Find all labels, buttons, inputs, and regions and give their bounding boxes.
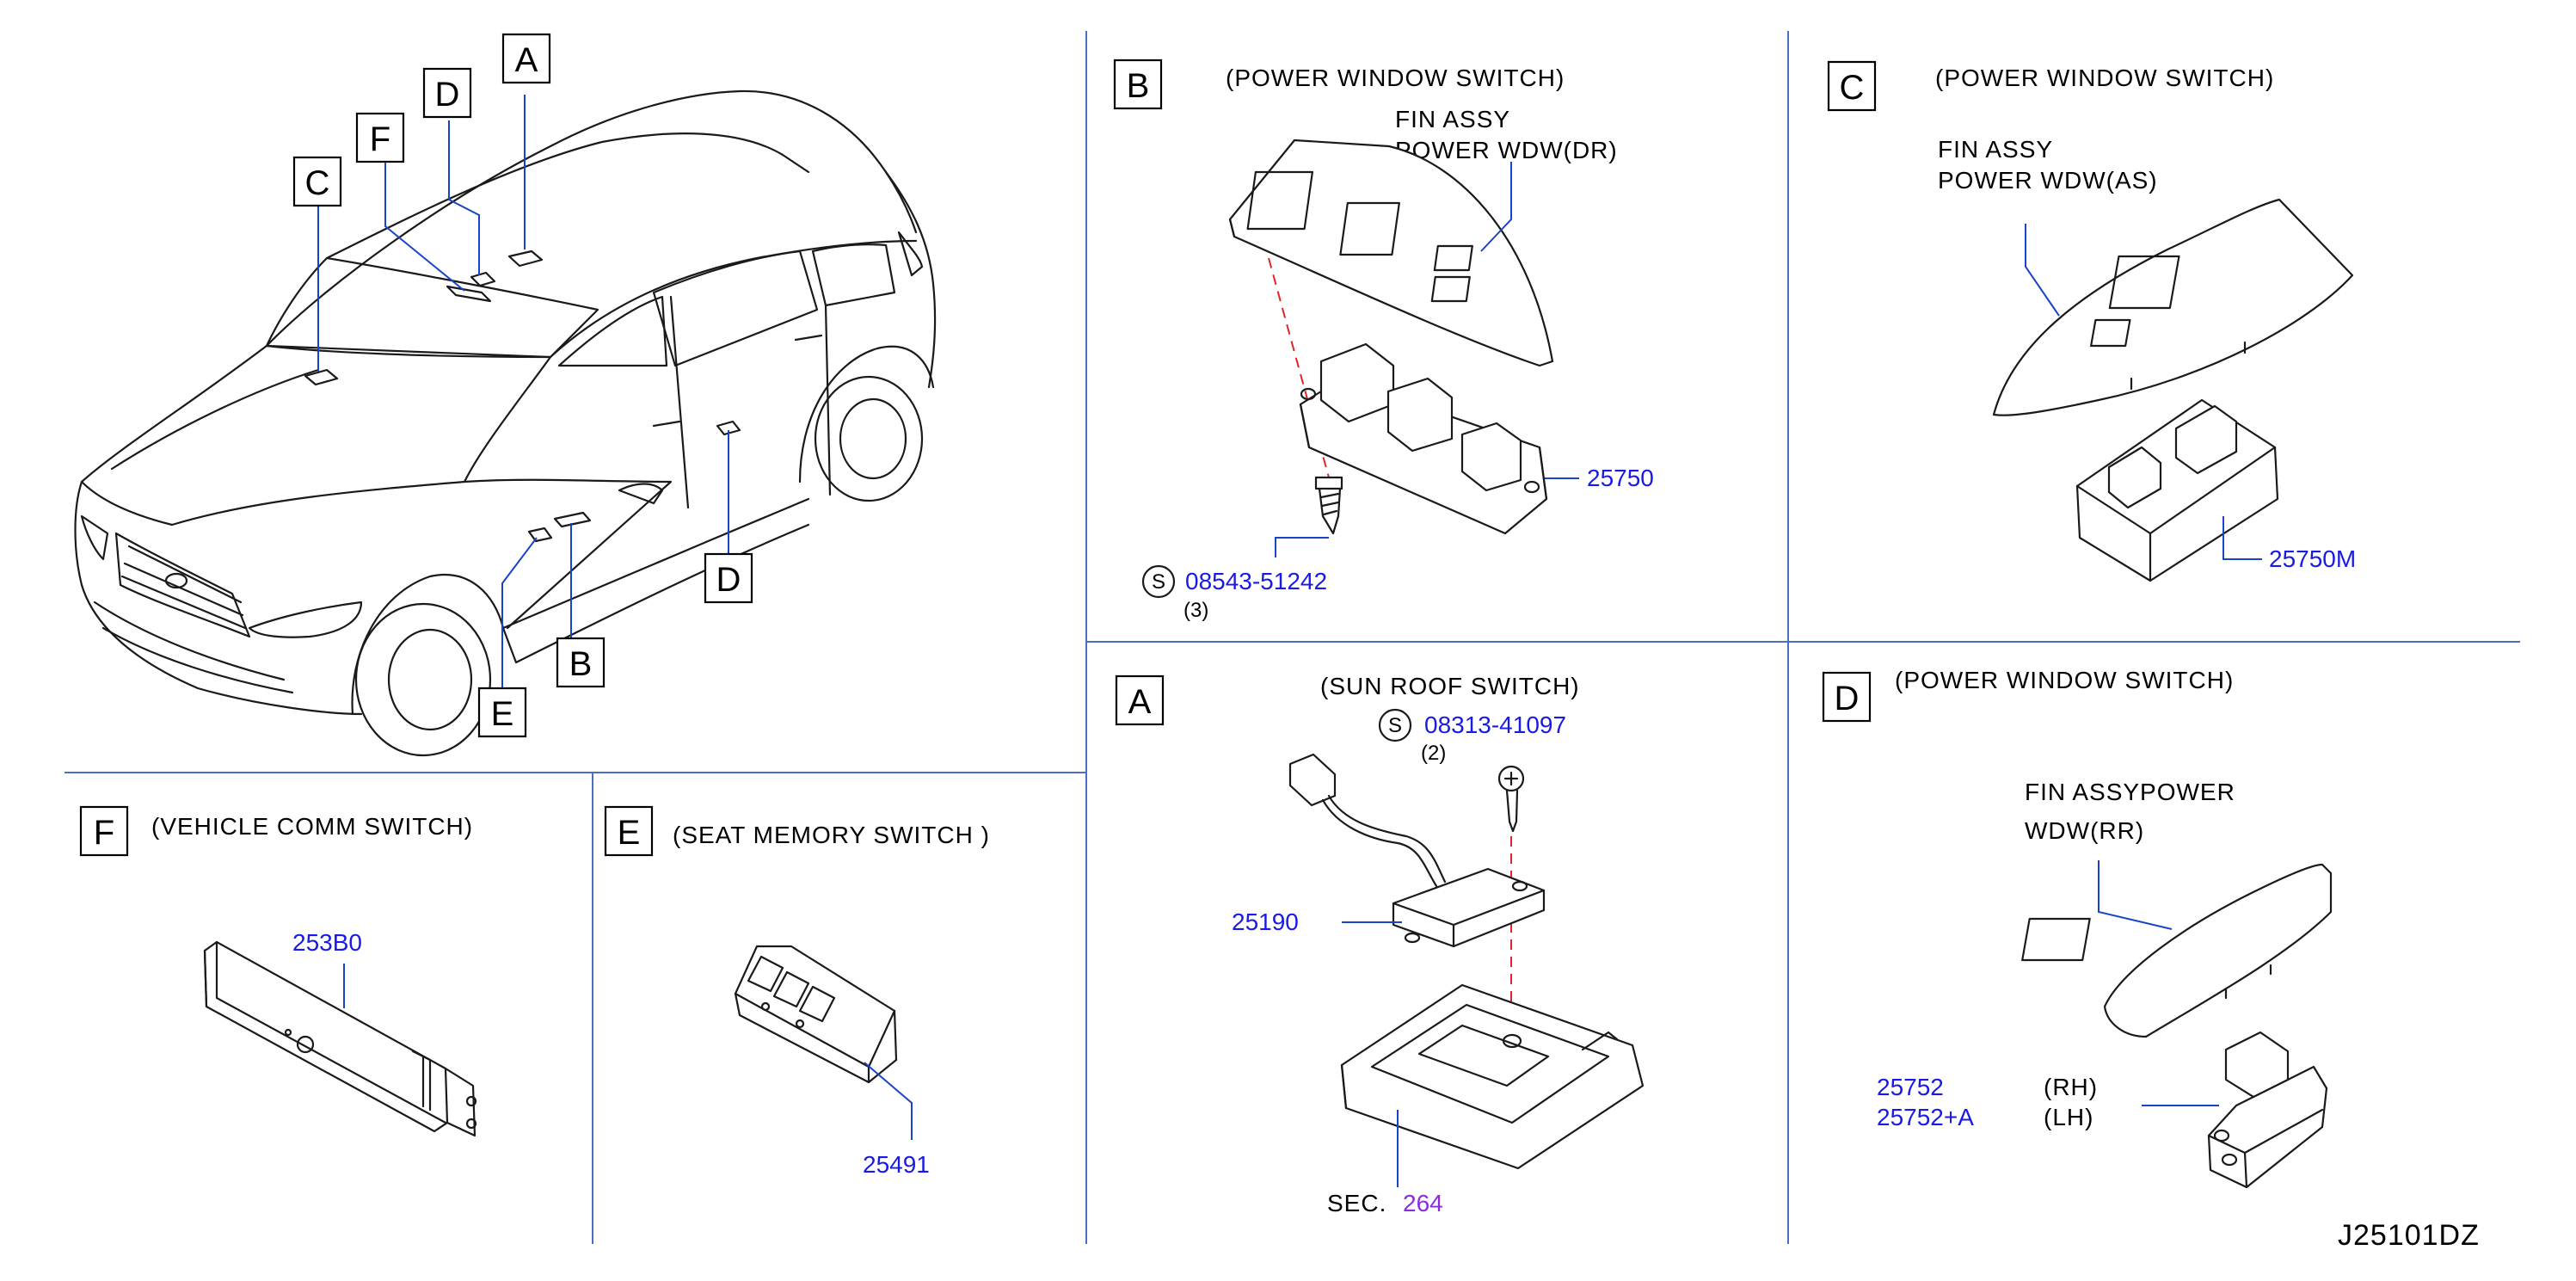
panel-c-title: (POWER WINDOW SWITCH): [1935, 65, 2274, 91]
panel-c-label-1: FIN ASSY: [1938, 136, 2053, 163]
panel-a-switch-unit: [1392, 867, 1546, 948]
car-rear-wheel: [814, 375, 924, 502]
panel-d-rh: (RH): [2044, 1074, 2098, 1100]
car-front-bumper: [74, 480, 363, 716]
panel-a-sec-number: 264: [1403, 1190, 1443, 1216]
panel-d-part-rh: 25752: [1877, 1074, 1944, 1100]
callout-d-top-letter: D: [435, 76, 460, 114]
panel-a-connector: [1288, 753, 1337, 807]
panel-b-screw: [1314, 476, 1343, 490]
panel-f-letter-box: [79, 805, 129, 857]
panel-c: C (POWER WINDOW SWITCH) FIN ASSY POWER W…: [1827, 60, 2356, 582]
callout-d-top: [422, 67, 472, 119]
callout-d-side: [704, 552, 753, 604]
car-grille: [114, 532, 251, 638]
car-switch-e: [527, 527, 553, 543]
panel-a-part-number: 25190: [1232, 908, 1299, 935]
panel-c-letter: C: [1840, 69, 1865, 107]
diagram-id: J25101DZ: [2338, 1219, 2480, 1252]
car-rear-wheel-arch: [798, 345, 935, 483]
panel-b-part-number: 25750: [1587, 465, 1654, 491]
callout-b: [556, 637, 606, 688]
panel-a-screw-part: 08313-41097: [1424, 711, 1566, 738]
callout-a: [501, 33, 551, 84]
car-side-body: [463, 478, 810, 630]
panel-b-s-letter: S: [1152, 570, 1165, 594]
panel-d-title: (POWER WINDOW SWITCH): [1895, 667, 2234, 693]
car-windshield: [265, 256, 599, 359]
car-hood: [80, 344, 552, 527]
callout-a-letter: A: [515, 41, 538, 79]
panel-f: F (VEHICLE COMM SWITCH) 253B0: [79, 805, 477, 1137]
panel-a: A (SUN ROOF SWITCH) S 08313-41097 (2) 25…: [1115, 673, 1645, 1216]
panel-b-finisher: [1228, 139, 1554, 367]
panel-e-letter-box: [604, 805, 654, 857]
callout-e-letter: E: [491, 695, 514, 733]
panel-b-screw-part: 08543-51242: [1185, 568, 1327, 594]
panel-f-part-number: 253B0: [292, 929, 362, 956]
panel-a-s-symbol: [1378, 708, 1412, 742]
panel-b: B (POWER WINDOW SWITCH) FIN ASSY POWER W…: [1113, 59, 1654, 622]
panel-e-part-number: 25491: [863, 1151, 930, 1178]
panel-d: D (POWER WINDOW SWITCH) FIN ASSYPOWER WD…: [1822, 667, 2333, 1189]
car-headlight-left: [80, 514, 109, 561]
panel-f-letter: F: [94, 814, 114, 852]
callout-c: [292, 156, 342, 207]
callout-b-letter: B: [569, 645, 593, 683]
car-front-wheel: [354, 602, 492, 757]
panel-b-label-2: POWER WDW(DR): [1395, 137, 1618, 163]
panel-d-letter: D: [1835, 680, 1860, 717]
vehicle-overview: A D F C D E B: [74, 33, 937, 757]
panel-b-letter-box: [1113, 59, 1163, 110]
panel-a-s-letter: S: [1388, 714, 1402, 737]
panel-a-letter: A: [1128, 683, 1152, 721]
car-switch-d-top: [470, 271, 496, 287]
panel-a-letter-box: [1115, 674, 1165, 726]
panel-b-title: (POWER WINDOW SWITCH): [1226, 65, 1565, 91]
panel-grid: [65, 31, 2520, 1244]
panel-d-label-1: FIN ASSYPOWER: [2025, 779, 2235, 805]
callout-e: [477, 687, 527, 738]
panel-a-title: (SUN ROOF SWITCH): [1320, 673, 1580, 699]
panel-c-label-2: POWER WDW(AS): [1938, 167, 2158, 194]
callout-f-letter: F: [370, 120, 390, 158]
panel-b-s-symbol: [1141, 564, 1176, 599]
car-switch-c: [304, 368, 339, 386]
panel-c-finisher: [1992, 198, 2354, 416]
panel-b-label-1: FIN ASSY: [1395, 106, 1510, 132]
car-switch-d-side: [716, 420, 741, 436]
panel-a-screw-qty: (2): [1421, 742, 1446, 765]
car-switch-b: [553, 511, 592, 528]
panel-d-lh: (LH): [2044, 1104, 2093, 1130]
panel-e: E (SEAT MEMORY SWITCH ) 25491: [604, 805, 990, 1178]
car-switch-f: [446, 285, 492, 303]
callout-c-letter: C: [305, 164, 330, 202]
panel-c-part-number: 25750M: [2269, 545, 2356, 572]
panel-d-letter-box: [1822, 671, 1872, 723]
panel-e-title: (SEAT MEMORY SWITCH ): [673, 822, 990, 848]
panel-d-part-lh: 25752+A: [1877, 1104, 1974, 1130]
car-headlight-right: [248, 600, 363, 638]
panel-b-letter: B: [1127, 67, 1150, 105]
panel-c-letter-box: [1827, 60, 1877, 112]
panel-d-switch: [2207, 1065, 2328, 1189]
callout-f: [355, 112, 405, 163]
car-side-windows: [557, 295, 668, 367]
callout-d-side-letter: D: [716, 561, 741, 599]
panel-b-screw-qty: (3): [1183, 599, 1208, 622]
panel-a-sec-label: SEC.: [1327, 1190, 1386, 1216]
panel-a-roof-trim: [1340, 983, 1645, 1170]
car-switch-a: [507, 249, 544, 268]
panel-d-label-2: WDW(RR): [2025, 817, 2144, 844]
panel-f-title: (VEHICLE COMM SWITCH): [151, 813, 473, 840]
panel-d-finisher: [2103, 863, 2333, 1038]
panel-e-letter: E: [618, 814, 641, 852]
